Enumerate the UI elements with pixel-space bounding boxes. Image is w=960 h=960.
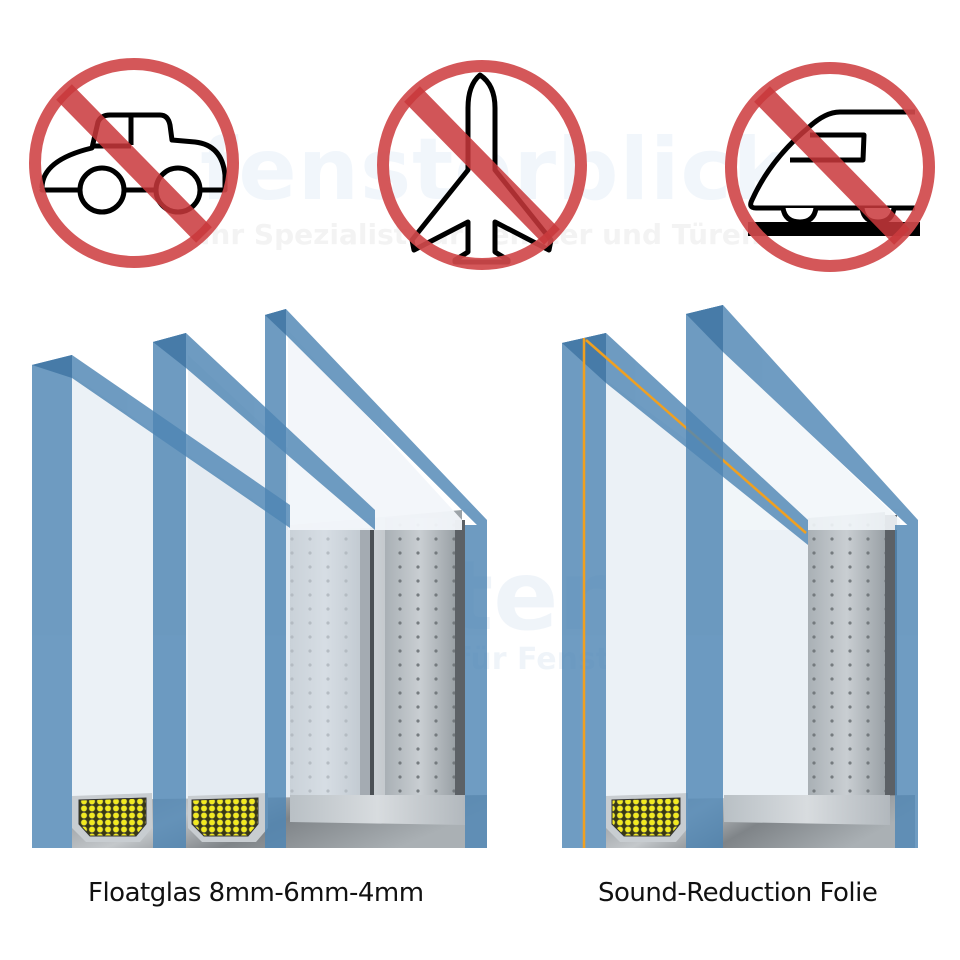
no-car-sign [29,58,239,268]
triple-glazing-diagram [32,309,487,848]
no-airplane-sign [377,60,587,270]
laminated-glazing-diagram [562,305,918,848]
prohibition-circle [29,58,239,268]
float-pane-face [722,350,900,530]
prohibition-circle [377,60,587,270]
prohibition-slash [754,86,910,245]
desiccant-chamber-1 [72,793,152,842]
spacer-edge [885,515,897,800]
spacer-perforation [808,518,885,800]
prohibition-slash [404,86,560,245]
caption-triple-glazing: Floatglas 8mm-6mm-4mm [88,878,424,908]
spacer-edge [455,520,465,800]
desiccant-chamber-2 [188,793,268,842]
prohibition-circle [725,62,935,272]
caption-laminated-glazing: Sound-Reduction Folie [598,878,878,908]
sill [290,795,465,825]
desiccant-chamber [606,793,688,842]
glass-pane-2-6mm [153,333,375,848]
spacer-perforation-2 [385,518,455,800]
prohibition-slash [56,84,212,243]
glass-pane-3-4mm [265,309,487,848]
glass-pane-float [686,305,918,848]
glass-pane-1-8mm [32,355,290,848]
sill [724,795,890,825]
no-train-sign [725,62,935,272]
